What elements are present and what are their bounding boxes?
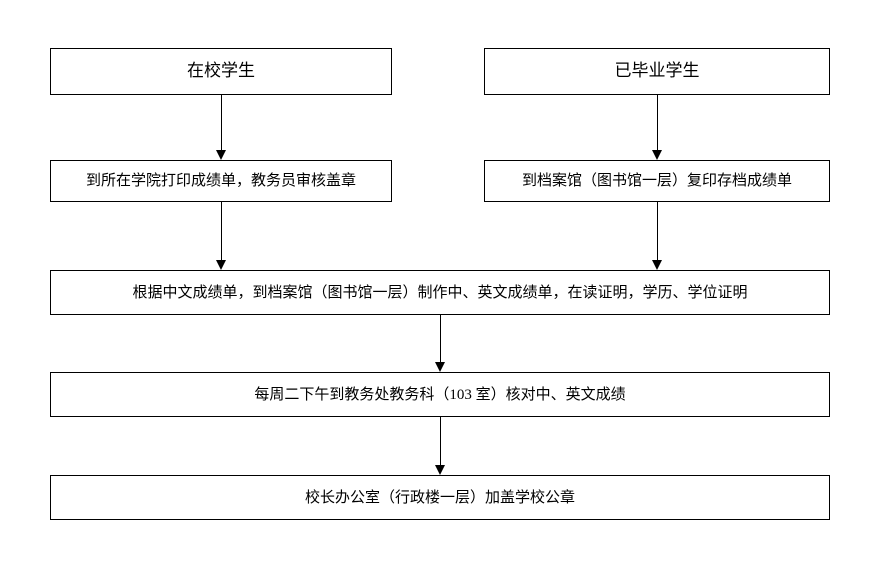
arrow-down-icon — [435, 465, 445, 475]
flowchart-node-make-documents[interactable]: 根据中文成绩单，到档案馆（图书馆一层）制作中、英文成绩单，在读证明，学历、学位证… — [50, 270, 830, 315]
flowchart-node-current-students[interactable]: 在校学生 — [50, 48, 392, 95]
flowchart-node-verify-grades[interactable]: 每周二下午到教务处教务科（103 室）核对中、英文成绩 — [50, 372, 830, 417]
node-label: 到档案馆（图书馆一层）复印存档成绩单 — [521, 173, 792, 189]
node-label: 已毕业学生 — [614, 61, 700, 81]
edge-line — [221, 202, 222, 261]
arrow-down-icon — [652, 150, 662, 160]
edge-line — [440, 417, 441, 466]
node-label: 校长办公室（行政楼一层）加盖学校公章 — [304, 489, 575, 506]
arrow-down-icon — [652, 260, 662, 270]
flowchart-node-graduated-students[interactable]: 已毕业学生 — [484, 48, 830, 95]
edge-line — [221, 95, 222, 151]
node-label: 到所在学院打印成绩单，教务员审核盖章 — [85, 173, 356, 189]
flowchart-node-official-seal[interactable]: 校长办公室（行政楼一层）加盖学校公章 — [50, 475, 830, 520]
node-label: 在校学生 — [187, 61, 255, 81]
node-label: 每周二下午到教务处教务科（103 室）核对中、英文成绩 — [254, 386, 626, 403]
edge-line — [657, 95, 658, 151]
edge-line — [657, 202, 658, 261]
arrow-down-icon — [435, 362, 445, 372]
node-label: 根据中文成绩单，到档案馆（图书馆一层）制作中、英文成绩单，在读证明，学历、学位证… — [132, 284, 748, 301]
flowchart-node-copy-archive[interactable]: 到档案馆（图书馆一层）复印存档成绩单 — [484, 160, 830, 202]
arrow-down-icon — [216, 260, 226, 270]
flowchart-node-print-transcript[interactable]: 到所在学院打印成绩单，教务员审核盖章 — [50, 160, 392, 202]
edge-line — [440, 315, 441, 363]
arrow-down-icon — [216, 150, 226, 160]
